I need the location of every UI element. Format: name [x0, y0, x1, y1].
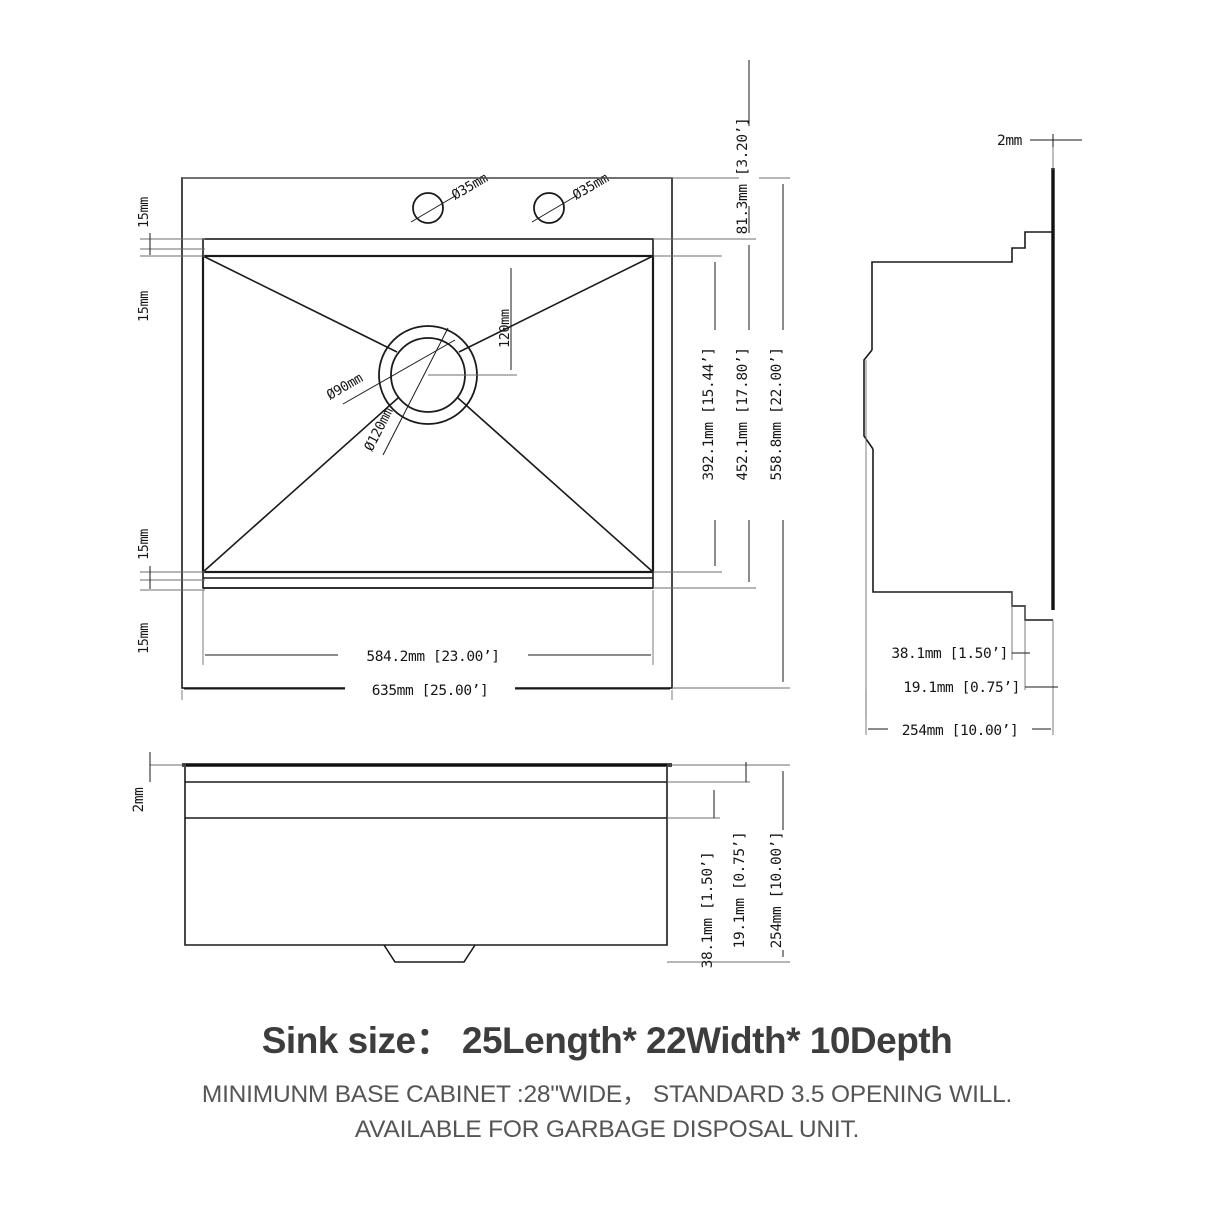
drain-90-leader	[342, 339, 456, 405]
side-notch-detail	[863, 349, 874, 450]
left-15mm-label-2: 15mm	[136, 291, 152, 322]
faucet-hole-1	[412, 192, 444, 224]
outer-height-label: 558.8mm [22.00’]	[769, 347, 785, 480]
left-15mm-label-1: 15mm	[136, 197, 152, 228]
basin-opening	[201, 254, 655, 574]
right-dims: 392.1mm [15.44’] 452.1mm [17.80’] 558.8m…	[182, 60, 793, 689]
front-2mm-label: 2mm	[131, 787, 147, 813]
front-254-label: 254mm [10.00’]	[769, 832, 785, 949]
side-254-label: 254mm [10.00’]	[902, 723, 1019, 739]
top-view-group: Ø90mm Ø120mm 120mm Ø35mm Ø35mm 15mm	[136, 60, 793, 700]
front-body-outline	[184, 767, 668, 946]
drain-offset-label: 120mm	[497, 309, 513, 348]
sink-deck-outline	[181, 177, 673, 689]
basin-height-label: 452.1mm [17.80’]	[735, 347, 751, 480]
front-drain-bump	[383, 944, 476, 963]
faucet-hole-1-label: Ø35mm	[449, 170, 491, 203]
drain-120-label: Ø120mm	[361, 405, 396, 454]
basin-slope-lines	[202, 255, 654, 573]
caption-block: Sink size： 25Length* 22Width* 10Depth MI…	[0, 1018, 1214, 1148]
side-2mm-label: 2mm	[997, 133, 1023, 149]
left-15mm-label-3: 15mm	[136, 529, 152, 560]
front-38-label: 38.1mm [1.50’]	[700, 852, 716, 969]
faucet-hole-2-label: Ø35mm	[570, 170, 612, 203]
outer-width-label: 635mm [25.00’]	[372, 683, 489, 699]
front-19-label: 19.1mm [0.75’]	[732, 832, 748, 949]
left-15mm-label-4: 15mm	[136, 623, 152, 654]
caption-line-1: MINIMUNM BASE CABINET :28"WIDE， STANDARD…	[201, 1081, 1013, 1109]
side-profile-lower	[872, 449, 1053, 621]
inner-height-label: 392.1mm [15.44’]	[701, 347, 717, 480]
side-19-label: 19.1mm [0.75’]	[903, 680, 1020, 696]
drain-120-leader	[382, 327, 449, 456]
bottom-dims: 584.2mm [23.00’] 635mm [25.00’]	[181, 590, 673, 700]
caption-title: Sink size： 25Length* 22Width* 10Depth	[261, 1020, 953, 1061]
side-38-label: 38.1mm [1.50’]	[891, 646, 1008, 662]
basin-width-label: 584.2mm [23.00’]	[366, 649, 499, 665]
drain-90-label: Ø90mm	[324, 370, 366, 403]
front-view-group: 2mm 38.1mm [1.50’] 19.1mm [0.75’] 254mm …	[131, 752, 793, 968]
faucet-hole-1-leader	[410, 195, 456, 223]
caption-line-2: AVAILABLE FOR GARBAGE DISPOSAL UNIT.	[354, 1116, 860, 1144]
basin-rim-outer	[202, 238, 654, 589]
left-15mm-dims: 15mm 15mm 15mm 15mm	[136, 197, 205, 654]
faucet-hole-2	[533, 192, 565, 224]
caption-subtext: MINIMUNM BASE CABINET :28"WIDE， STANDARD…	[0, 1078, 1214, 1148]
top-offset-label: 81.3mm [3.20’]	[735, 118, 751, 235]
side-view-group: 2mm 38.1mm [1.50’] 19.1mm [0.75’] 254mm …	[863, 133, 1082, 739]
faucet-hole-2-leader	[531, 195, 577, 223]
side-profile-upper	[871, 231, 1053, 350]
